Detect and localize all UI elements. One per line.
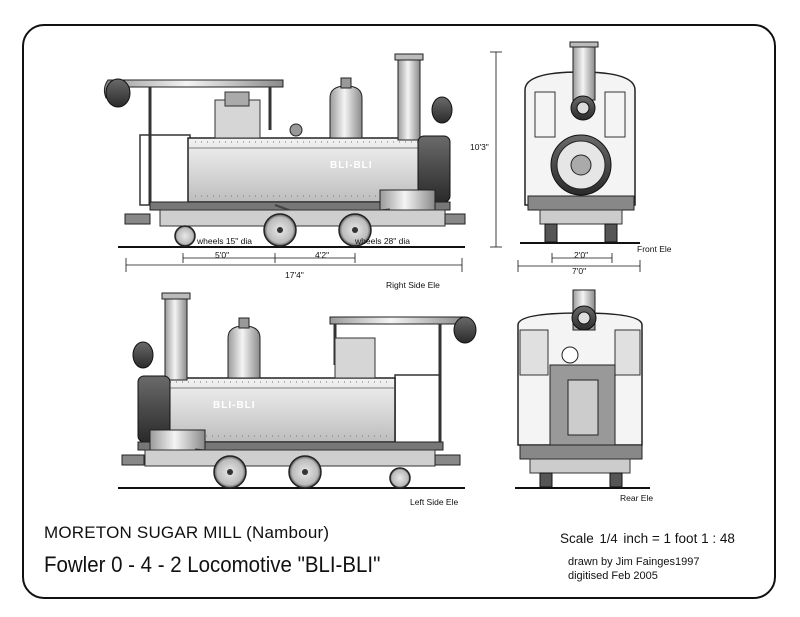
wheelbase-b-label: 4'2" bbox=[315, 250, 330, 260]
small-wheels-label: wheels 15" dia bbox=[197, 236, 252, 246]
drawn-by-note: drawn by Jim Fainges1997 bbox=[568, 556, 700, 568]
overall-width-label: 7'0" bbox=[572, 266, 587, 276]
rear-view-label: Rear Ele bbox=[620, 493, 654, 503]
height-label: 10'3" bbox=[470, 142, 489, 152]
digitised-note: digitised Feb 2005 bbox=[568, 570, 658, 582]
overall-length-label: 17'4" bbox=[285, 270, 304, 280]
large-wheels-label: wheels 28" dia bbox=[355, 236, 410, 246]
scale-fraction: 1/4 bbox=[599, 531, 618, 546]
front-elevation bbox=[517, 41, 641, 272]
loco-name-right: BLI-BLI bbox=[330, 160, 373, 171]
scale-prefix: Scale bbox=[560, 531, 594, 546]
right-side-view-label: Right Side Ele bbox=[386, 280, 440, 290]
rear-elevation bbox=[515, 289, 650, 489]
wheelbase-a-label: 5'0" bbox=[215, 250, 230, 260]
front-view-label: Front Ele bbox=[637, 244, 672, 254]
title-line-1: MORETON SUGAR MILL (Nambour) bbox=[44, 523, 330, 542]
left-side-view-label: Left Side Ele bbox=[410, 497, 459, 507]
left-side-elevation bbox=[118, 292, 477, 489]
scale-suffix: inch = 1 foot 1 : 48 bbox=[623, 531, 735, 546]
scale-note: Scale 1/4 inch = 1 foot 1 : 48 bbox=[560, 531, 735, 546]
right-side-elevation bbox=[103, 51, 502, 272]
gauge-label: 2'0" bbox=[574, 250, 589, 260]
loco-name-left: BLI-BLI bbox=[213, 400, 256, 411]
title-line-2: Fowler 0 - 4 - 2 Locomotive "BLI-BLI" bbox=[44, 552, 381, 577]
